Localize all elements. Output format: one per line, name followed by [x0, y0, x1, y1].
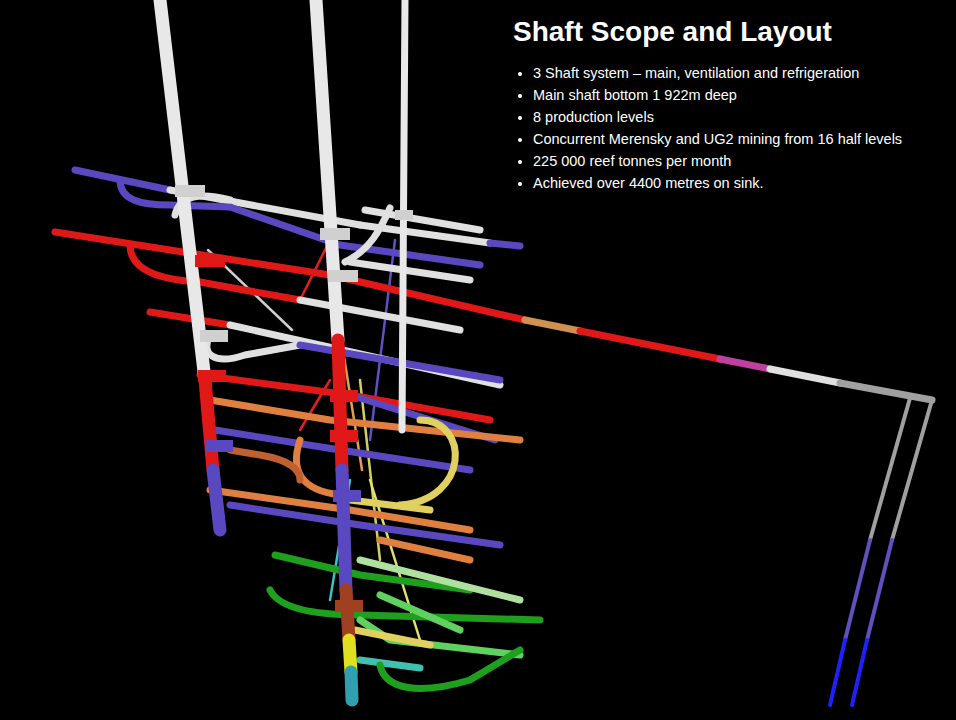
shaft-part	[330, 430, 358, 442]
shaft-part	[770, 369, 840, 383]
shaft-part	[892, 400, 932, 540]
shaft-part	[490, 243, 520, 246]
shaft-part	[296, 440, 340, 495]
shaft-part	[328, 270, 358, 282]
shaft-part	[350, 262, 470, 280]
shaft-part	[335, 600, 363, 612]
shaft-part	[830, 640, 845, 705]
shaft-part	[395, 210, 413, 220]
shaft-part	[867, 540, 892, 640]
shafts	[160, 0, 405, 700]
shaft-part	[200, 330, 228, 342]
shaft-part	[400, 420, 455, 505]
shaft-part	[845, 540, 870, 640]
shaft-part	[720, 359, 770, 369]
shaft-part	[150, 312, 230, 325]
bullet-item: Concurrent Merensky and UG2 mining from …	[533, 130, 950, 149]
shaft-part	[300, 300, 460, 330]
shaft-part	[346, 590, 349, 640]
shaft-part	[230, 450, 300, 480]
shaft-part	[320, 228, 350, 240]
shaft-part	[840, 383, 932, 400]
bullet-item: Achieved over 4400 metres on sink.	[533, 174, 950, 193]
bullet-list: 3 Shaft system – main, ventilation and r…	[507, 64, 950, 196]
shaft-part	[380, 595, 460, 630]
shaft-part	[330, 390, 358, 402]
shaft-part	[316, 0, 338, 340]
shaft-part	[205, 380, 213, 470]
shaft-part	[525, 320, 580, 331]
shaft-part	[360, 660, 420, 668]
shaft-part	[580, 331, 720, 359]
shaft-part	[345, 208, 390, 262]
stations	[175, 185, 413, 612]
shaft-part	[198, 370, 226, 382]
shaft-part	[333, 490, 361, 502]
shaft-part	[205, 440, 233, 452]
shaft-part	[852, 640, 867, 705]
shaft-part	[55, 232, 525, 320]
shaft-part	[213, 470, 220, 530]
shaft-part	[338, 340, 342, 470]
shaft-part	[380, 540, 470, 560]
bullet-item: Main shaft bottom 1 922m deep	[533, 86, 950, 105]
shaft-part	[195, 255, 225, 267]
slide-title: Shaft Scope and Layout	[513, 16, 832, 48]
bullet-item: 3 Shaft system – main, ventilation and r…	[533, 64, 950, 83]
decline	[525, 320, 932, 705]
shaft-part	[230, 325, 500, 385]
shaft-part	[160, 0, 205, 380]
shaft-part	[130, 245, 300, 300]
shaft-part	[175, 185, 205, 197]
shaft-part	[342, 470, 346, 590]
shaft-part	[230, 207, 480, 265]
bullet-item: 225 000 reef tonnes per month	[533, 152, 950, 171]
bullet-item: 8 production levels	[533, 108, 950, 127]
shaft-part	[355, 630, 430, 645]
shaft-part	[870, 398, 910, 540]
shaft-part	[351, 672, 352, 700]
shaft-part	[230, 505, 500, 545]
levels	[55, 170, 540, 688]
shaft-part	[380, 650, 520, 688]
